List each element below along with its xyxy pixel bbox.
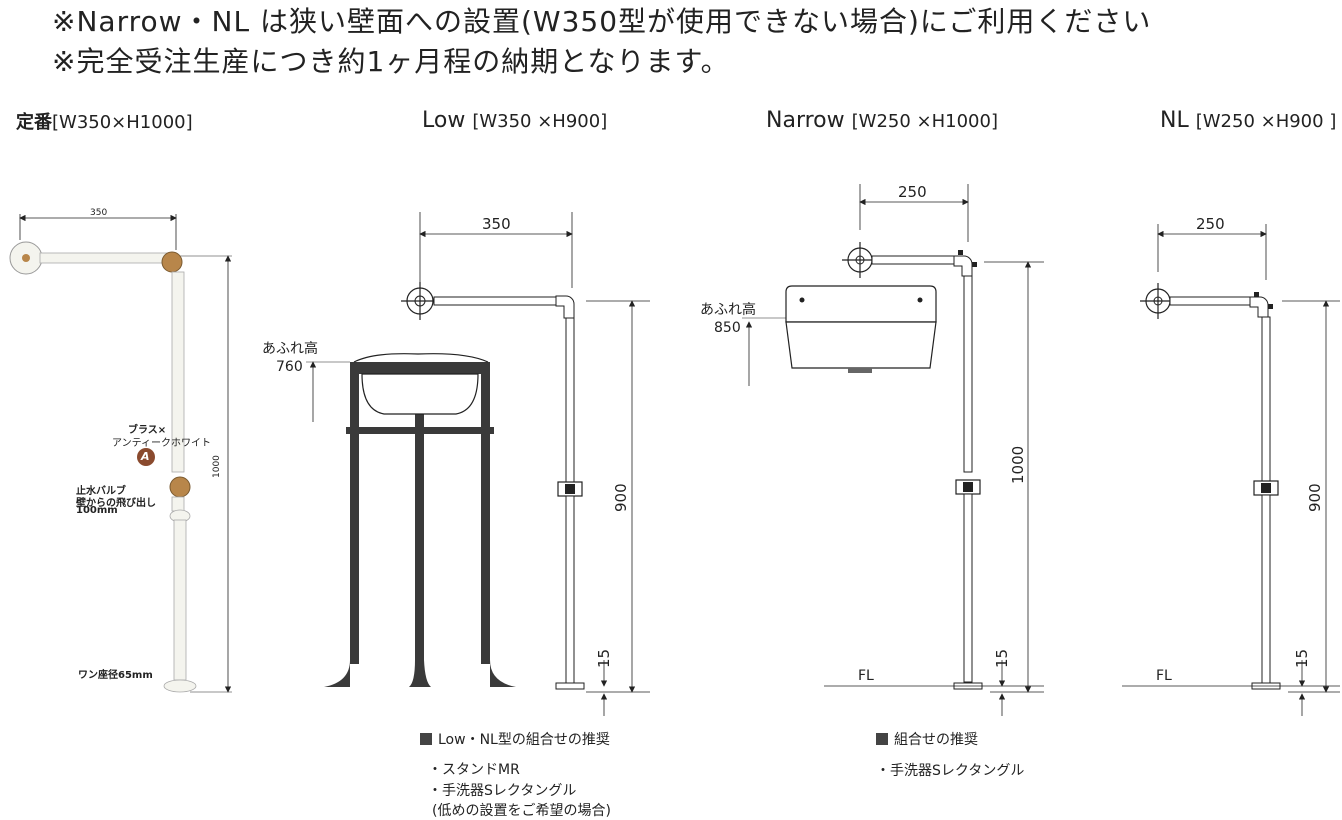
- notice-lead-time: ※完全受注生産につき約1ヶ月程の納期となります。: [52, 45, 730, 78]
- standard-height: 1000: [212, 455, 222, 478]
- low-height: 900: [612, 483, 630, 512]
- nl-width: 250: [1196, 215, 1225, 233]
- title-nl: NL [W250 ×H900 ]: [1160, 108, 1336, 133]
- title-standard: 定番[W350×H1000]: [16, 108, 193, 134]
- standard-finish-badge: A: [141, 450, 150, 463]
- low-width: 350: [482, 215, 511, 233]
- title-narrow-dims: [W250 ×H1000]: [851, 111, 998, 132]
- narrow-width: 250: [898, 183, 927, 201]
- low-base-gap: 15: [595, 648, 613, 668]
- title-narrow: Narrow [W250 ×H1000]: [766, 108, 998, 133]
- title-nl-name: NL: [1160, 108, 1189, 133]
- title-nl-dims: [W250 ×H900 ]: [1195, 111, 1337, 132]
- title-standard-name: 定番: [16, 112, 52, 133]
- title-standard-dims: [W350×H1000]: [52, 112, 193, 133]
- recommend-low-item: (低めの設置をご希望の場合): [432, 803, 611, 819]
- standard-valve-line2: 壁からの飛び出し: [76, 498, 156, 509]
- narrow-base-gap: 15: [993, 648, 1011, 668]
- title-low-name: Low: [422, 108, 466, 133]
- recommend-narrow-heading-text: 組合せの推奨: [894, 732, 978, 748]
- nl-base-gap: 15: [1293, 648, 1311, 668]
- standard-finish-line2: アンティークホワイト: [112, 438, 211, 449]
- standard-width: 350: [90, 208, 108, 218]
- standard-valve-line3: 100mm: [76, 505, 118, 516]
- notice-narrow: ※Narrow・NL は狭い壁面への設置(W350型が使用できない場合)にご利用…: [52, 5, 1152, 38]
- title-low: Low [W350 ×H900]: [422, 108, 607, 133]
- title-narrow-name: Narrow: [766, 108, 845, 133]
- recommend-narrow-item: ・手洗器Sレクタングル: [876, 763, 1025, 779]
- nl-drawing: [1122, 224, 1340, 716]
- recommend-low-item: ・スタンドMR: [428, 762, 520, 778]
- low-overflow-value: 760: [276, 359, 303, 375]
- narrow-overflow-value: 850: [714, 320, 741, 336]
- recommend-low-heading-text: Low・NL型の組合せの推奨: [438, 732, 610, 748]
- narrow-height: 1000: [1009, 445, 1027, 484]
- title-low-dims: [W350 ×H900]: [472, 111, 608, 132]
- narrow-drawing: [742, 184, 1044, 716]
- narrow-overflow-label: あふれ高: [700, 302, 756, 318]
- recommend-narrow-heading: 組合せの推奨: [876, 729, 978, 749]
- square-bullet-icon: [420, 733, 432, 745]
- standard-product: [9, 214, 232, 693]
- standard-valve-line1: 止水バルブ: [76, 486, 126, 497]
- nl-floor: FL: [1156, 668, 1172, 684]
- recommend-low-heading: Low・NL型の組合せの推奨: [420, 729, 610, 749]
- square-bullet-icon: [876, 733, 888, 745]
- low-overflow-label: あふれ高: [262, 341, 318, 357]
- narrow-floor: FL: [858, 668, 874, 684]
- standard-finish-line1: ブラス×: [128, 425, 167, 436]
- low-drawing: [306, 212, 650, 716]
- standard-base: ワン座径65mm: [78, 670, 153, 681]
- nl-height: 900: [1306, 483, 1324, 512]
- recommend-low-item: ・手洗器Sレクタングル: [428, 783, 577, 799]
